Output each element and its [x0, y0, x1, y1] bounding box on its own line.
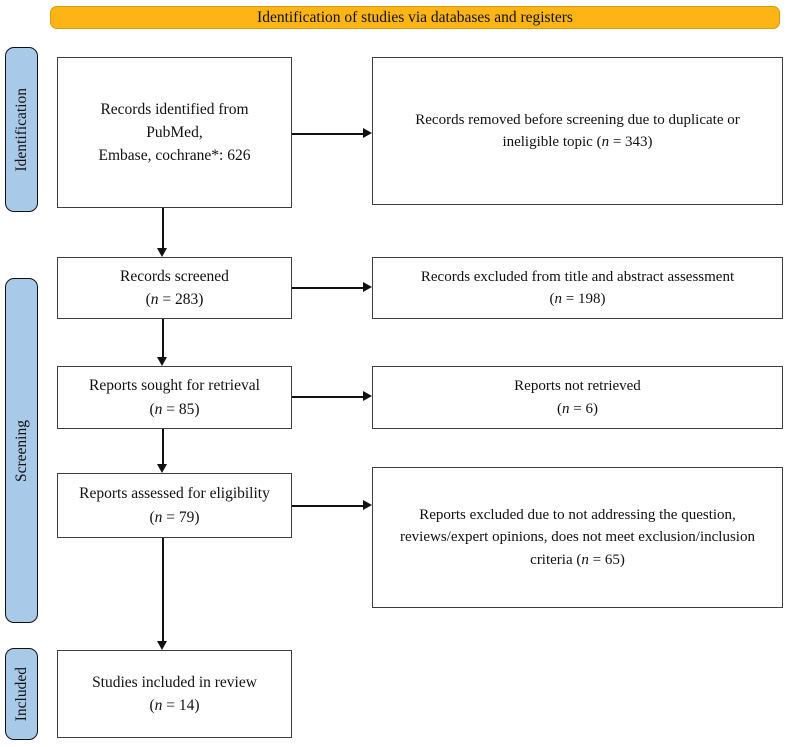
arrow-down-1-line [162, 208, 164, 249]
box-text-line: (n = 79) [149, 508, 200, 526]
box-text-line: Reports excluded due to not addressing t… [419, 506, 736, 523]
box-text-line: criteria (n = 65) [530, 551, 625, 568]
box-text-line: Reports assessed for eligibility [79, 485, 270, 503]
arrow-down-3-head [157, 464, 167, 473]
arrow-right-1-head [363, 128, 372, 138]
phase-tab-screening-label: Screening [12, 419, 30, 482]
box-text-line: (n = 198) [549, 291, 606, 307]
box-text-line: Embase, cochrane*: 626 [98, 147, 251, 165]
box-records-removed: Records removed before screening due to … [372, 57, 783, 205]
arrow-right-4-line [292, 505, 364, 507]
arrow-down-2-head [157, 357, 167, 366]
phase-tab-included-label: Included [12, 666, 30, 722]
phase-tab-identification-label: Identification [12, 87, 30, 172]
box-records-excluded: Records excluded from title and abstract… [372, 257, 783, 319]
box-text-line: (n = 283) [145, 291, 204, 308]
arrow-down-3-line [162, 429, 164, 465]
box-reports-assessed: Reports assessed for eligibility (n = 79) [57, 473, 292, 538]
arrow-down-1-head [157, 248, 167, 257]
box-text-line: Reports not retrieved [514, 378, 641, 394]
box-reports-not-retrieved: Reports not retrieved (n = 6) [372, 366, 783, 429]
arrow-down-4-head [157, 641, 167, 650]
box-text-line: (n = 6) [557, 400, 598, 417]
arrow-down-4-line [162, 538, 164, 642]
box-text-line: Reports sought for retrieval [89, 377, 260, 395]
box-text-line: (n = 85) [149, 400, 200, 418]
box-studies-included: Studies included in review (n = 14) [57, 650, 292, 738]
box-text-line: Records removed before screening due to … [415, 111, 740, 128]
box-text-line: (n = 14) [149, 697, 200, 714]
arrow-right-2-line [292, 287, 364, 289]
arrow-right-3-head [363, 391, 372, 401]
phase-tab-included: Included [5, 648, 38, 740]
arrow-right-1-line [292, 133, 364, 135]
arrow-down-2-line [162, 319, 164, 358]
box-text-line: ineligible topic (n = 343) [502, 134, 653, 150]
arrow-right-4-head [363, 500, 372, 510]
box-reports-sought: Reports sought for retrieval (n = 85) [57, 366, 292, 429]
box-text-line: Records identified from [100, 100, 249, 118]
box-text-line: Studies included in review [92, 673, 257, 691]
box-text-line: PubMed, [146, 123, 203, 141]
phase-tab-screening: Screening [5, 278, 38, 623]
arrow-right-2-head [363, 282, 372, 292]
phase-tab-identification: Identification [5, 47, 38, 212]
box-text-line: Records excluded from title and abstract… [420, 268, 735, 285]
box-records-screened: Records screened (n = 283) [57, 257, 292, 319]
arrow-right-3-line [292, 396, 364, 398]
banner-label: Identification of studies via databases … [257, 8, 573, 26]
box-text-line: Records screened [120, 267, 229, 285]
banner-identification-of-studies: Identification of studies via databases … [50, 6, 780, 29]
box-text-line: reviews/expert opinions, does not meet e… [400, 529, 755, 546]
box-reports-excluded: Reports excluded due to not addressing t… [372, 467, 783, 608]
